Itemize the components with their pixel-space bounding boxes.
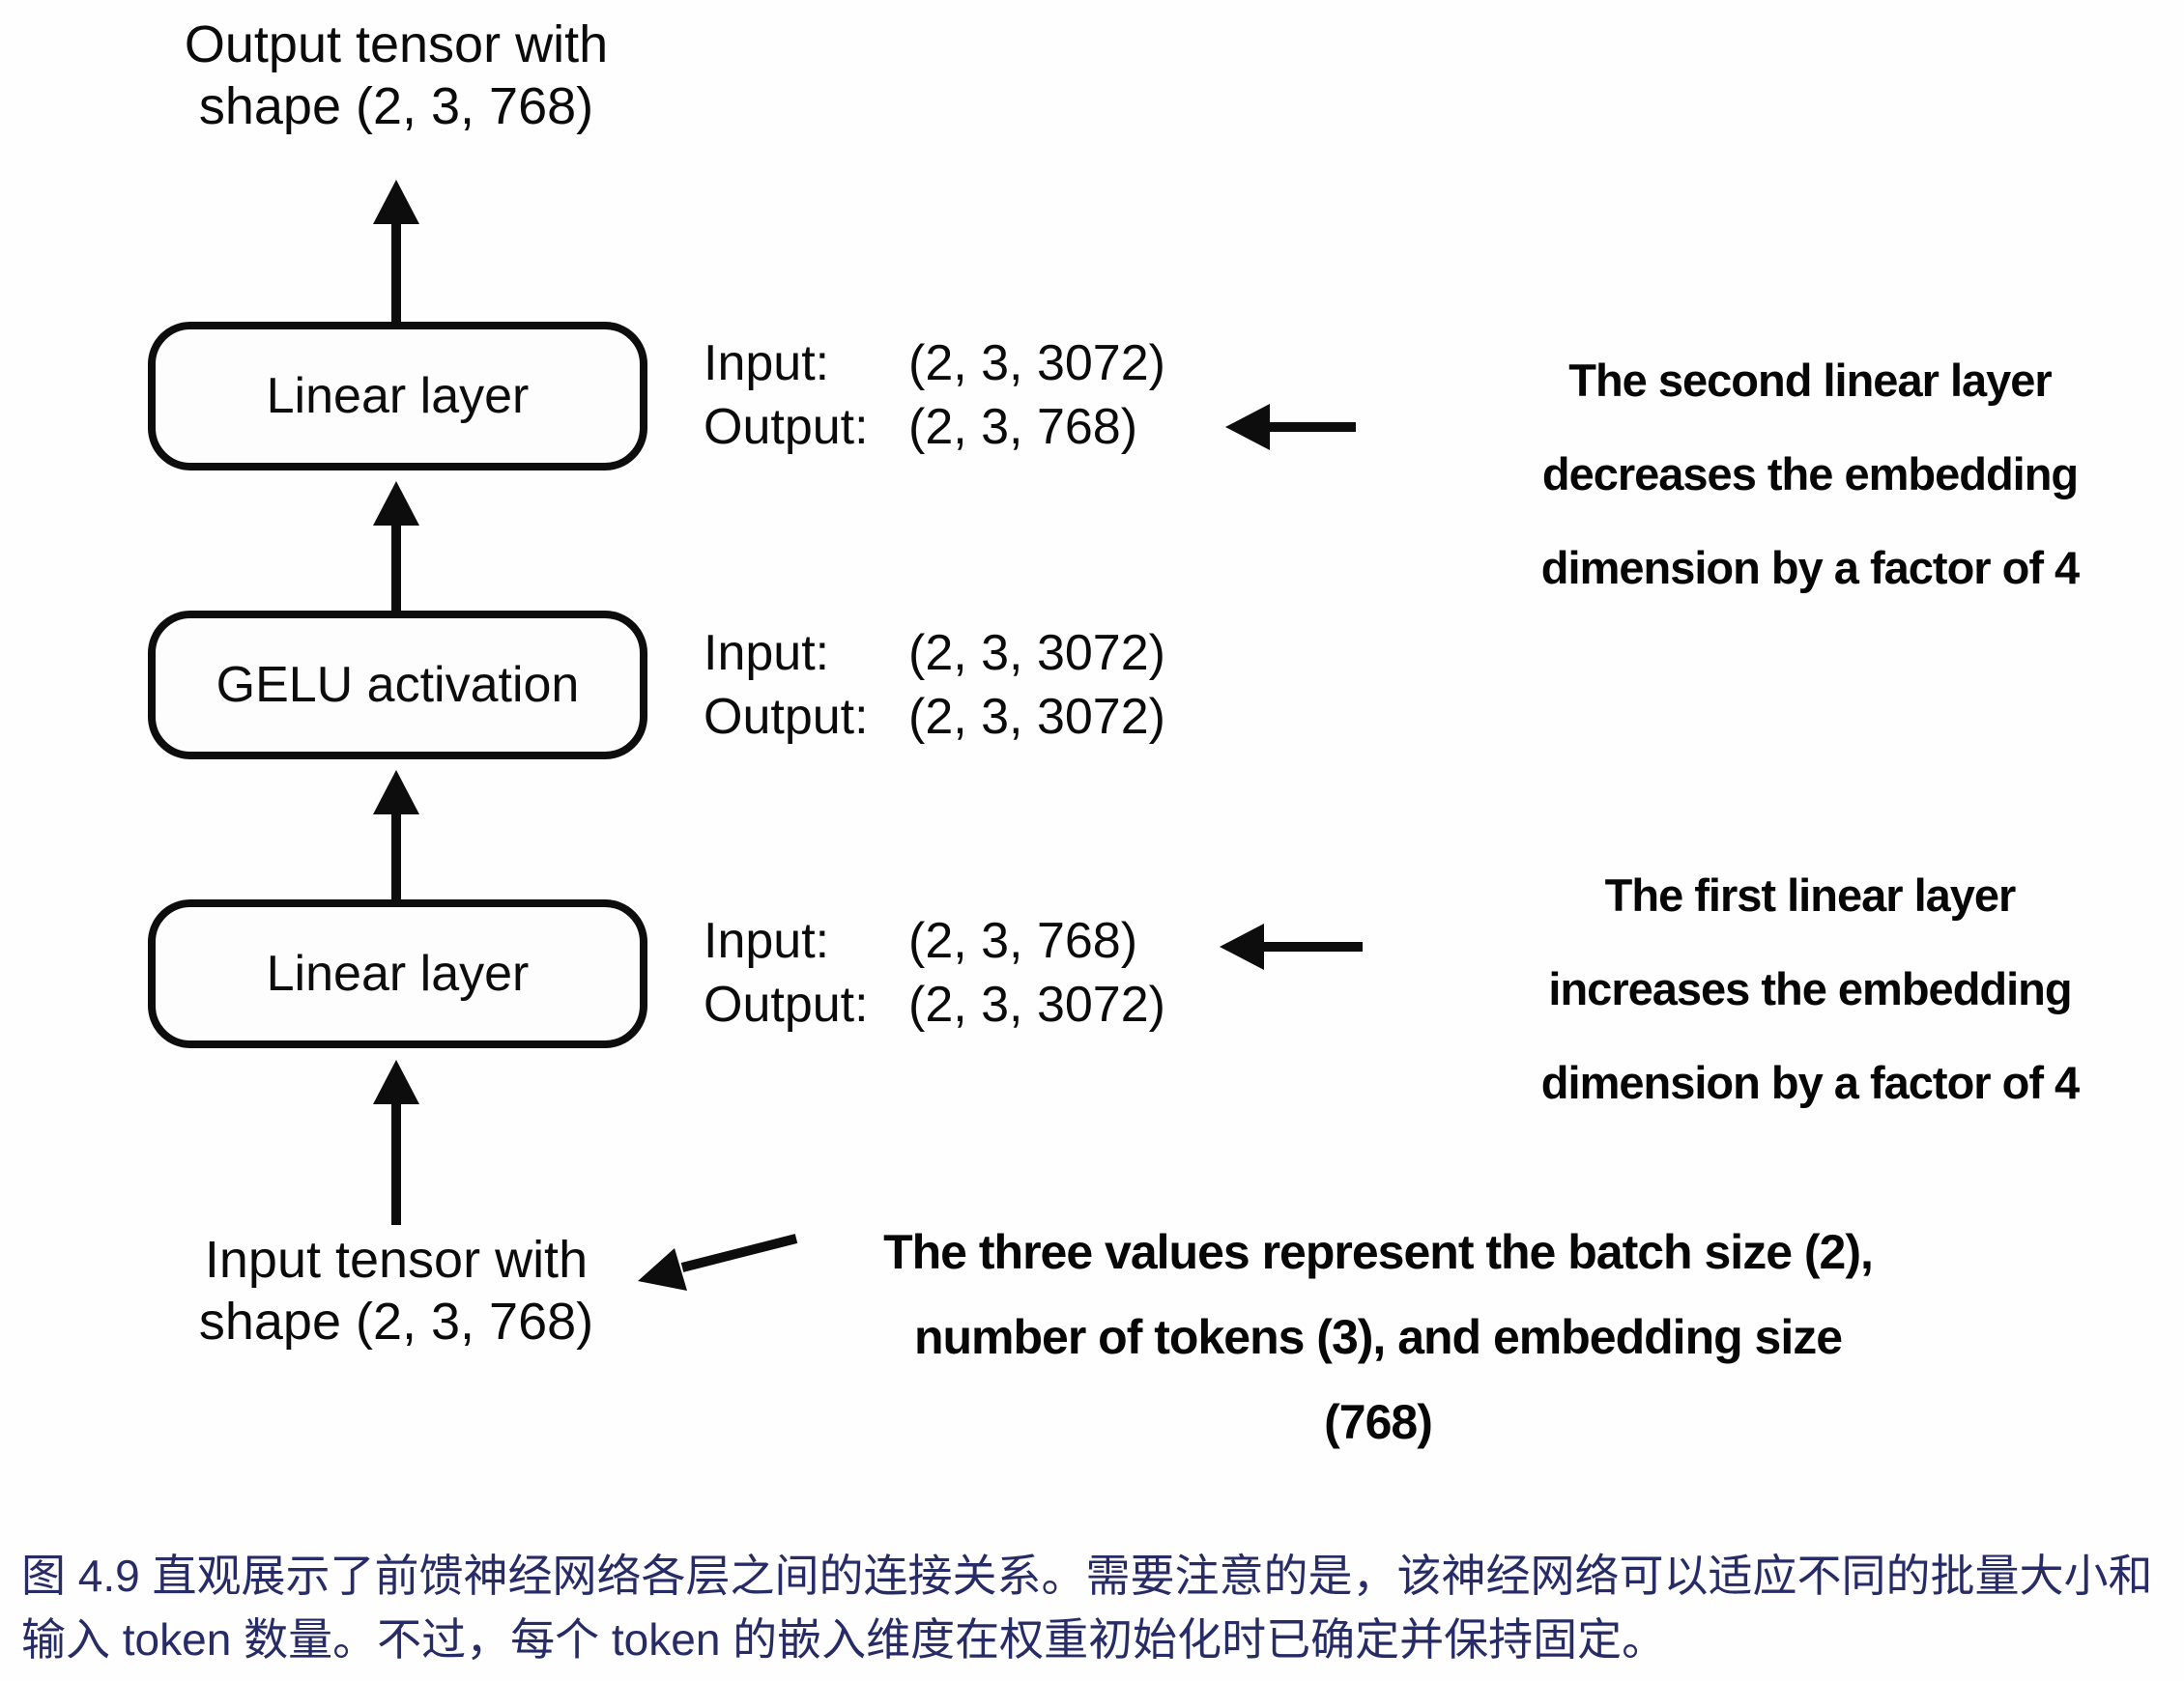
- annotation-first-linear-layer: The first linear layer increases the emb…: [1540, 869, 2080, 1108]
- io-input-value: (2, 3, 768): [908, 913, 1138, 969]
- io-output-value: (2, 3, 3072): [908, 977, 1165, 1033]
- io-output-label: Output:: [704, 689, 869, 745]
- gelu-activation-box: GELU activation: [148, 611, 647, 759]
- linear-layer-1-label: Linear layer: [266, 946, 530, 1002]
- figure-caption-line2: 输入 token 数量。不过，每个 token 的嵌入维度在权重初始化时已确定并…: [21, 1614, 1667, 1665]
- input-tensor-label-line2: shape (2, 3, 768): [198, 1293, 594, 1351]
- left-arrow-icon-1: [1225, 404, 1356, 450]
- flow-arrow-up-4: [373, 1060, 419, 1225]
- gelu-activation-label: GELU activation: [216, 657, 580, 713]
- output-tensor-label: Output tensor with shape (2, 3, 768): [97, 14, 696, 137]
- io-output-value: (2, 3, 3072): [908, 689, 1165, 745]
- annotation-second-linear-layer: The second linear layer decreases the em…: [1540, 355, 2080, 593]
- linear-layer-2-box: Linear layer: [148, 322, 647, 470]
- linear-layer-1-box: Linear layer: [148, 899, 647, 1048]
- io-shapes-linear-layer-1: Input: (2, 3, 768) Output: (2, 3, 3072): [704, 909, 1245, 1037]
- io-input-value: (2, 3, 3072): [908, 335, 1165, 391]
- io-shapes-gelu: Input: (2, 3, 3072) Output: (2, 3, 3072): [704, 621, 1245, 749]
- io-output-value: (2, 3, 768): [908, 399, 1138, 455]
- output-tensor-label-line1: Output tensor with: [184, 15, 609, 73]
- flow-arrow-up-2: [373, 481, 419, 613]
- io-output-label: Output:: [704, 977, 869, 1033]
- diagonal-left-arrow-icon: [638, 1234, 798, 1291]
- io-input-label: Input:: [704, 913, 830, 969]
- input-tensor-label: Input tensor with shape (2, 3, 768): [97, 1229, 696, 1353]
- io-shapes-linear-layer-2: Input: (2, 3, 3072) Output: (2, 3, 768): [704, 331, 1245, 459]
- io-input-value: (2, 3, 3072): [908, 625, 1165, 681]
- figure-caption-line1: 图 4.9 直观展示了前馈神经网络各层之间的连接关系。需要注意的是，该神经网络可…: [21, 1551, 2153, 1601]
- input-tensor-label-line1: Input tensor with: [204, 1231, 589, 1289]
- flow-arrow-up-1: [373, 180, 419, 322]
- annotation-three-values: The three values represent the batch siz…: [883, 1225, 1874, 1449]
- linear-layer-2-label: Linear layer: [266, 368, 530, 424]
- left-arrow-icon-2: [1220, 924, 1363, 970]
- io-output-label: Output:: [704, 399, 869, 455]
- flow-arrow-up-3: [373, 770, 419, 901]
- io-input-label: Input:: [704, 625, 830, 681]
- io-input-label: Input:: [704, 335, 830, 391]
- output-tensor-label-line2: shape (2, 3, 768): [198, 77, 594, 135]
